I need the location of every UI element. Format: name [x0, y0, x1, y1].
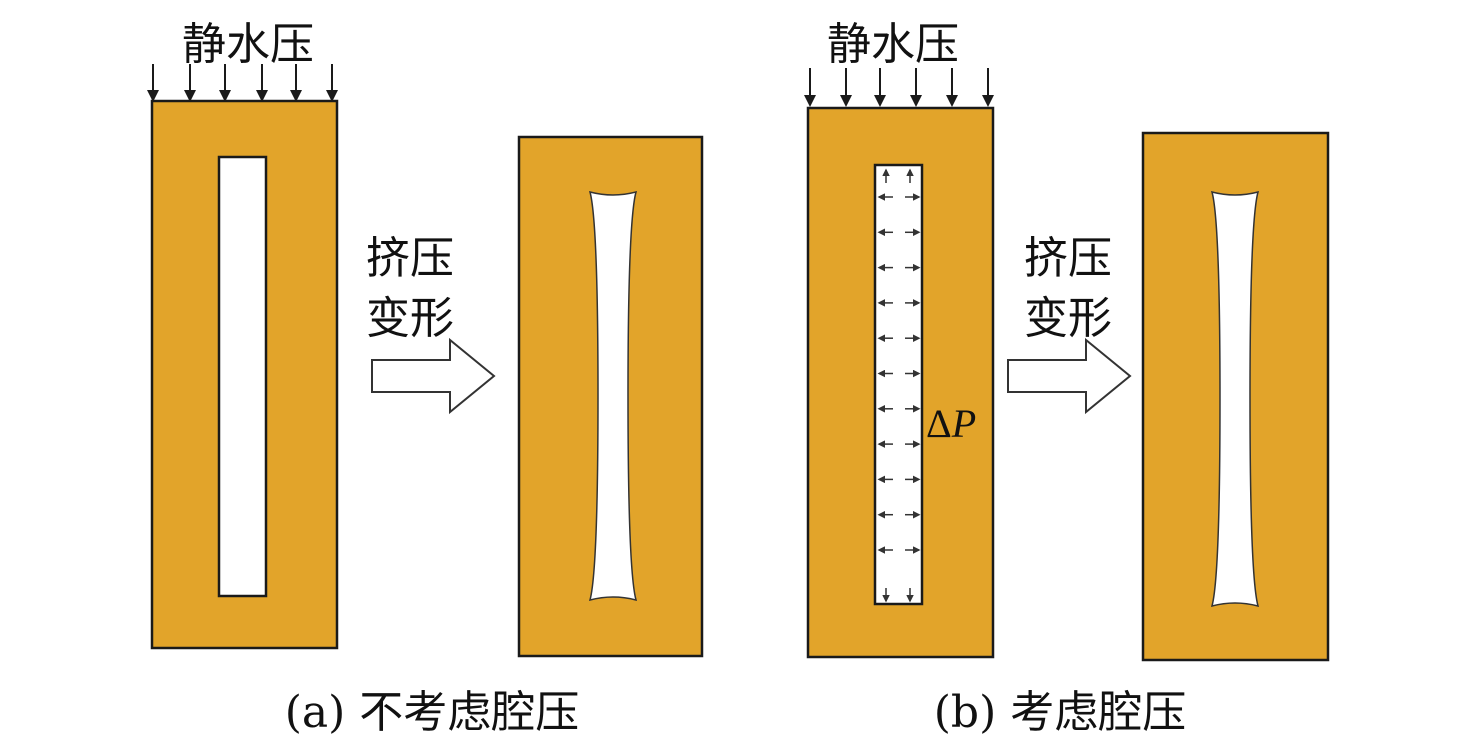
cavity-pressure-label: ΔP — [926, 400, 976, 447]
process-label-a-2: 变形 — [366, 293, 454, 344]
cavity-a-initial — [217, 155, 268, 598]
pressure-symbol: P — [951, 401, 977, 446]
caption-a: (a) 不考虑腔压 — [284, 687, 580, 738]
caption-b: (b) 考虑腔压 — [933, 687, 1187, 738]
hydrostatic-pressure-label-b: 静水压 — [827, 19, 959, 70]
process-label-a-1: 挤压 — [366, 233, 454, 284]
delta-symbol: Δ — [926, 401, 952, 446]
cavity-a-deformed — [588, 190, 638, 602]
deformation-arrow-b — [1007, 337, 1132, 415]
hydrostatic-pressure-label-a: 静水压 — [182, 19, 314, 70]
cavity-b-deformed — [1210, 190, 1260, 608]
process-label-b-2: 变形 — [1024, 293, 1112, 344]
cavity-b-initial — [873, 163, 924, 606]
process-label-b-1: 挤压 — [1024, 233, 1112, 284]
deformation-arrow-a — [371, 337, 496, 415]
